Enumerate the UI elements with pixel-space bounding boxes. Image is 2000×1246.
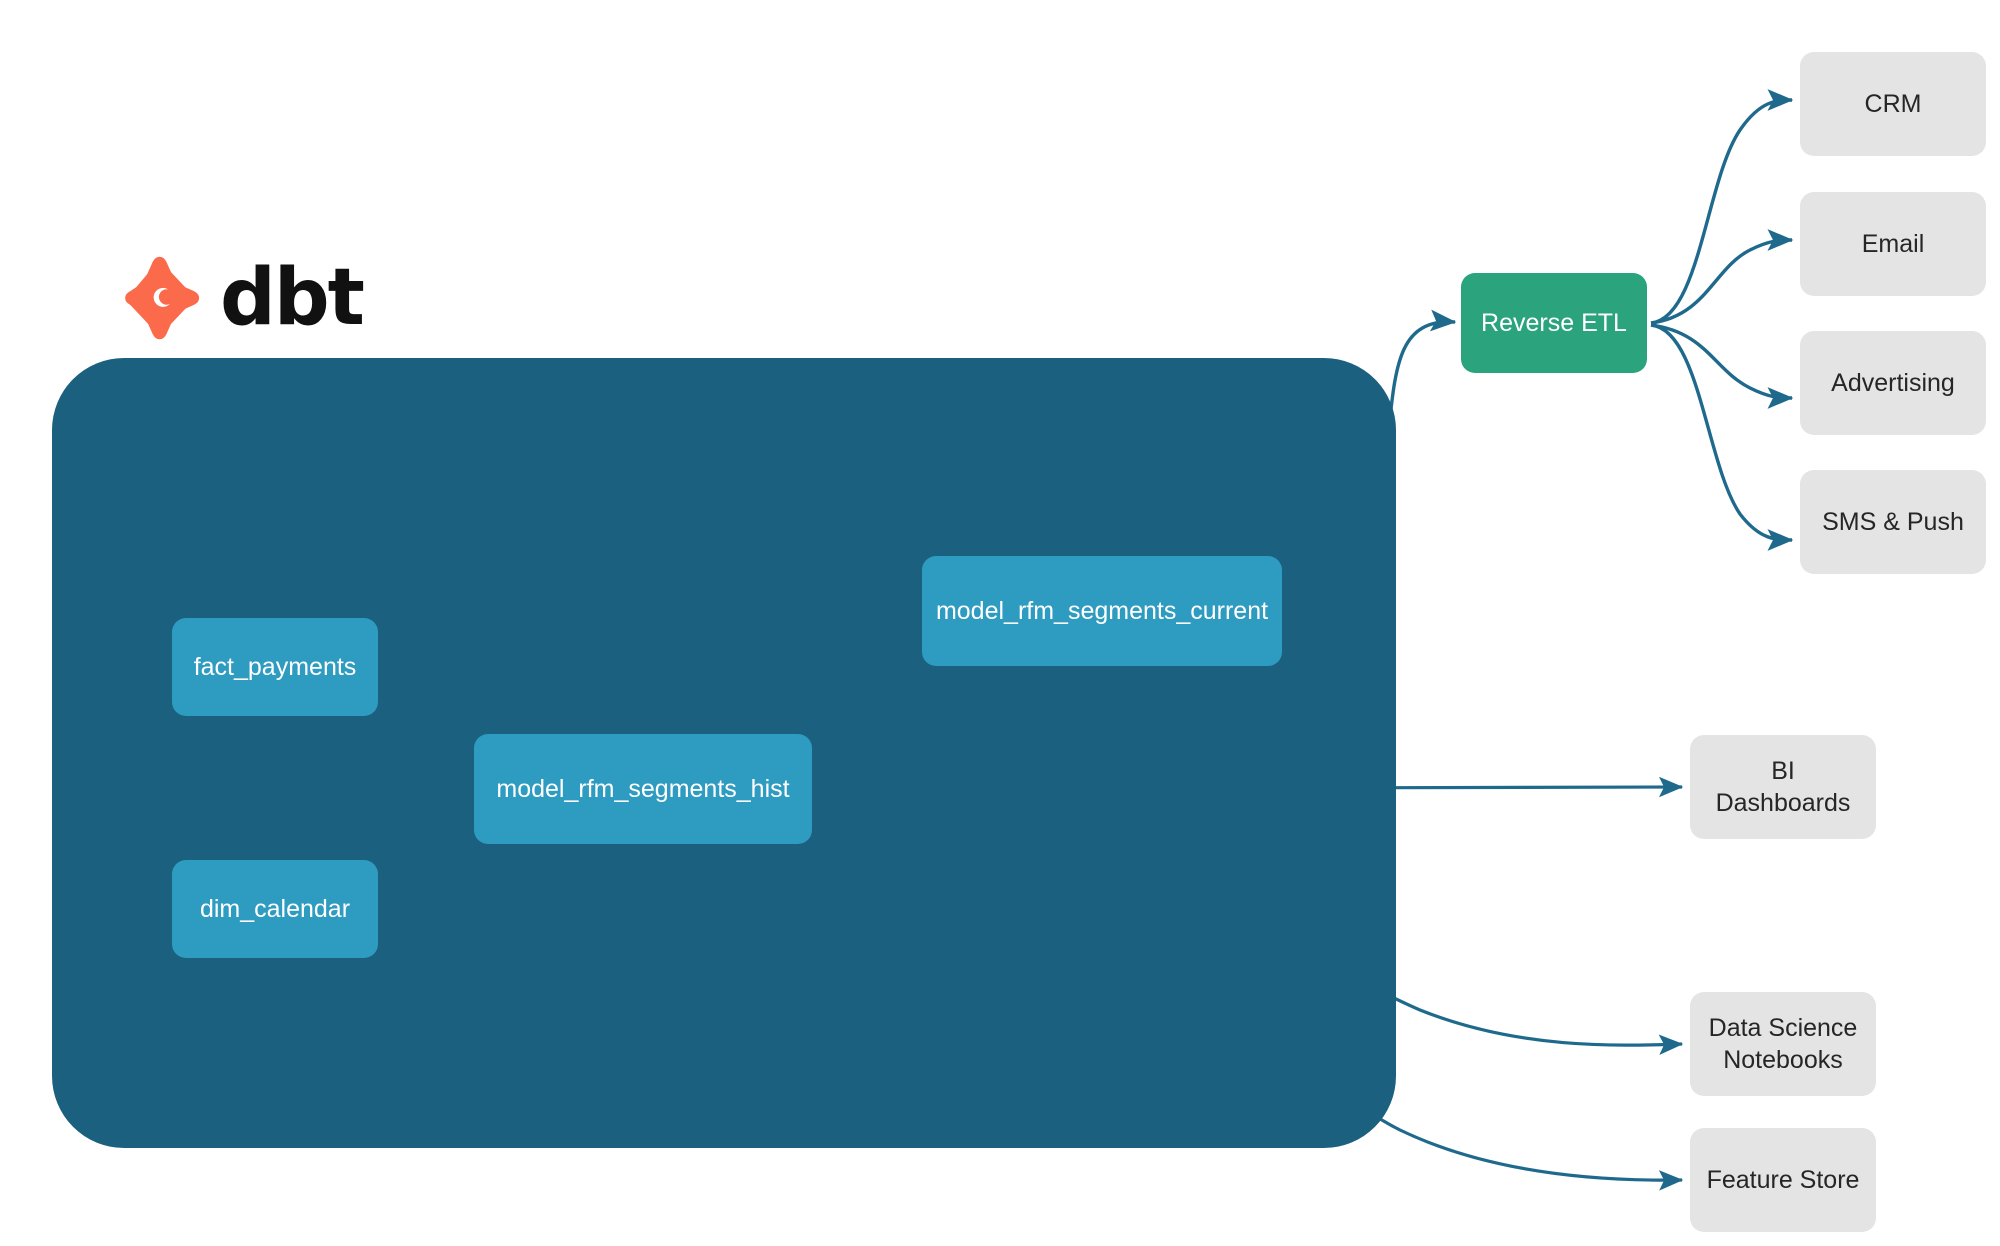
dbt-logo: dbt <box>120 253 365 343</box>
dbt-logo-mark <box>125 256 200 340</box>
edge-reverse-etl-to-email <box>1650 229 1794 325</box>
model-node-fact-payments[interactable]: fact_payments <box>172 618 378 716</box>
destination-data-science-notebooks[interactable]: Data Science Notebooks <box>1690 992 1876 1096</box>
destination-feature-store[interactable]: Feature Store <box>1690 1128 1876 1232</box>
model-node-dim-calendar[interactable]: dim_calendar <box>172 860 378 958</box>
edge-reverse-etl-to-advertising <box>1650 323 1794 409</box>
destination-advertising[interactable]: Advertising <box>1800 331 1986 435</box>
reverse-etl-node[interactable]: Reverse ETL <box>1461 273 1647 373</box>
destination-bi-dashboards[interactable]: BI Dashboards <box>1690 735 1876 839</box>
destination-email[interactable]: Email <box>1800 192 1986 296</box>
destination-sms-push[interactable]: SMS & Push <box>1800 470 1986 574</box>
model-node-rfm-segments-current[interactable]: model_rfm_segments_current <box>922 556 1282 666</box>
model-node-rfm-segments-hist[interactable]: model_rfm_segments_hist <box>474 734 812 844</box>
destination-crm[interactable]: CRM <box>1800 52 1986 156</box>
edge-reverse-etl-to-crm <box>1650 89 1794 325</box>
dbt-wordmark: dbt <box>220 253 365 343</box>
edge-reverse-etl-to-sms-push <box>1650 323 1794 551</box>
